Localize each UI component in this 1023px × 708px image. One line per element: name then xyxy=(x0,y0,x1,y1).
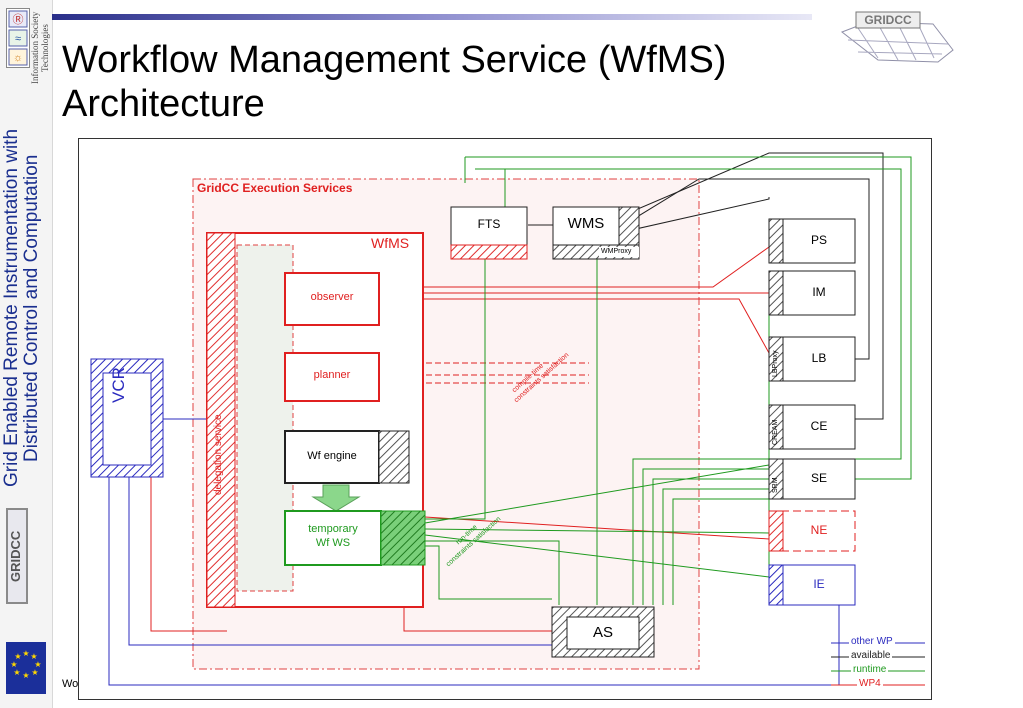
service-ne-label: NE xyxy=(810,523,828,537)
svg-text:★: ★ xyxy=(14,652,21,661)
service-im-label: IM xyxy=(812,285,826,299)
eu-flag-icon: ★★★ ★★★ ★★ xyxy=(6,642,46,694)
legend-wp4: WP4 xyxy=(857,678,883,689)
sidebar-gridcc-logo: GRIDCC xyxy=(6,508,28,604)
svg-text:★: ★ xyxy=(13,668,20,677)
observer-box xyxy=(284,272,380,326)
delegation-service-box xyxy=(236,244,294,592)
exec-services-label: GridCC Execution Services xyxy=(197,181,353,195)
ist-org-text: Information Society Technologies xyxy=(30,11,50,85)
fts-label: FTS xyxy=(477,217,501,231)
gridcc-header-logo: GRIDCC xyxy=(838,10,958,68)
wms-label: WMS xyxy=(567,215,605,232)
svg-text:★: ★ xyxy=(22,671,29,680)
service-ie-label: IE xyxy=(813,577,825,591)
engine-to-ws-arrow xyxy=(311,484,361,512)
service-srm-tag: SRM xyxy=(772,477,779,493)
svg-text:☼: ☼ xyxy=(13,52,23,64)
fts-hatch xyxy=(450,244,528,260)
title-gradient-bar xyxy=(52,14,812,20)
svg-text:★: ★ xyxy=(34,660,41,669)
ist-logo: Ⓡ ≈ ☼ xyxy=(6,8,30,68)
svg-text:★: ★ xyxy=(31,668,38,677)
planner-label: planner xyxy=(313,369,351,381)
legend-available: available xyxy=(849,650,893,661)
service-se-label: SE xyxy=(810,471,827,485)
fts-box xyxy=(450,206,528,246)
delegation-service-label: delegation service xyxy=(213,414,224,495)
service-cream-tag: CREAM xyxy=(772,419,779,445)
planner-box xyxy=(284,352,380,402)
wms-hatch-side xyxy=(618,206,640,246)
service-ps-label: PS xyxy=(810,233,827,247)
svg-text:★: ★ xyxy=(22,649,29,658)
svg-text:★: ★ xyxy=(30,652,37,661)
svg-text:Ⓡ: Ⓡ xyxy=(13,13,24,26)
service-boxes xyxy=(768,218,856,606)
temp-ws-label-2: Wf WS xyxy=(315,537,351,549)
wf-engine-hatch xyxy=(378,430,410,484)
wms-box xyxy=(552,206,620,246)
service-lb-label: LB xyxy=(811,351,827,365)
wfms-label: WfMS xyxy=(371,235,410,251)
legend-runtime: runtime xyxy=(851,664,889,675)
gridcc-header-logo-text: GRIDCC xyxy=(864,13,912,27)
wfms-hatch-panel xyxy=(206,232,236,608)
svg-text:★: ★ xyxy=(10,660,17,669)
vcr-label: VCR xyxy=(109,367,128,403)
service-ce-label: CE xyxy=(810,419,828,433)
architecture-diagram: GridCC Execution Services WfMS observer … xyxy=(78,138,932,700)
footer-text: Wo xyxy=(62,678,79,690)
sidebar-vertical-title: Grid Enabled Remote Instrumentation with… xyxy=(1,129,42,488)
as-label: AS xyxy=(592,624,613,641)
wf-engine-label: Wf engine xyxy=(307,450,357,462)
temp-ws-label-1: temporary xyxy=(308,523,358,535)
sidebar: Ⓡ ≈ ☼ Information Society Technologies G… xyxy=(0,0,53,708)
service-lbproxy-tag: LBProxy xyxy=(772,350,779,377)
wmproxy-label: WMProxy xyxy=(601,248,632,255)
temp-wf-ws-hatch xyxy=(380,510,426,566)
slide-title: Workflow Management Service (WfMS) Archi… xyxy=(62,39,727,125)
svg-text:≈: ≈ xyxy=(15,33,21,45)
legend-other-wp: other WP xyxy=(849,636,895,647)
observer-label: observer xyxy=(310,291,354,303)
